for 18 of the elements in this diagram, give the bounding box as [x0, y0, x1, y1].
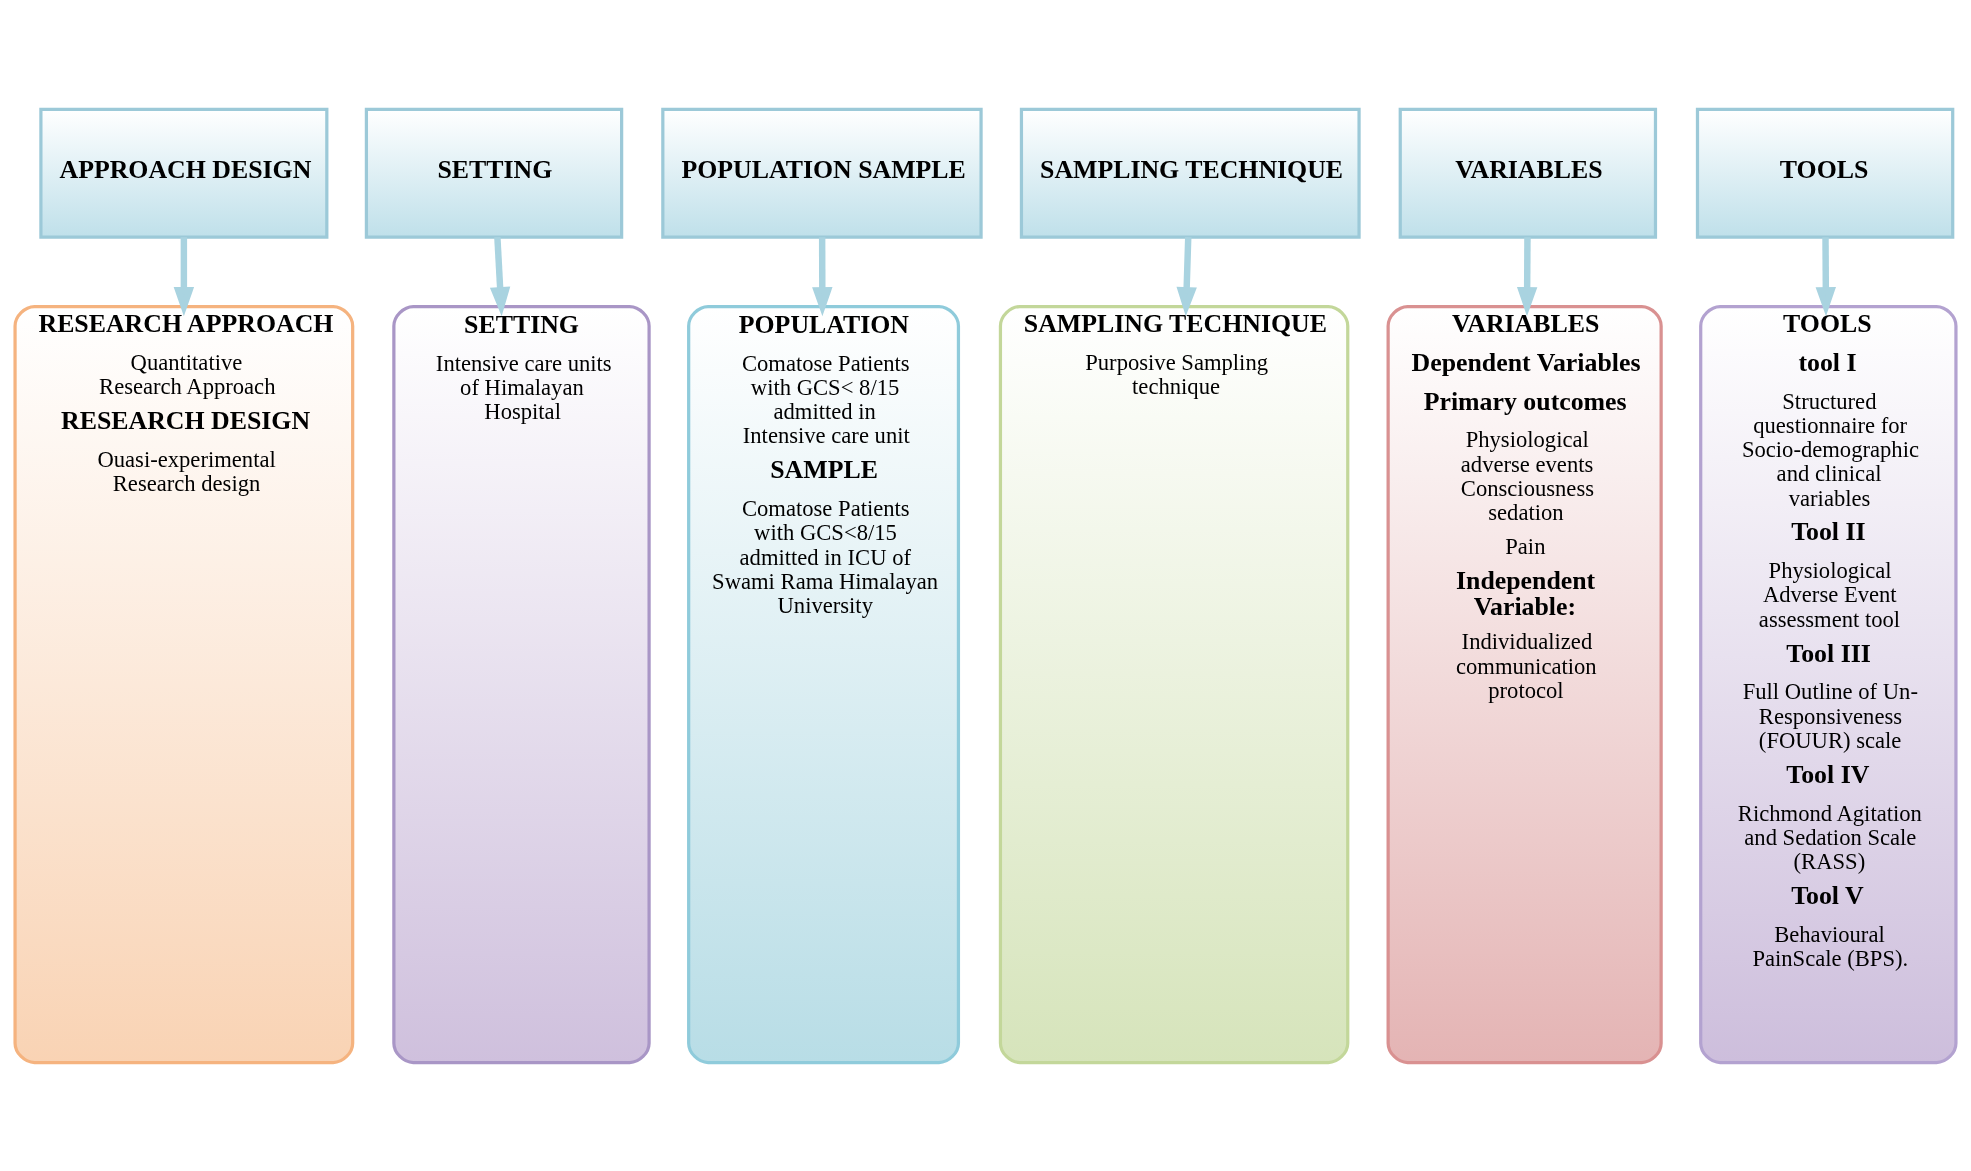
arrow: [489, 236, 511, 316]
node-box: SAMPLING TECHNIQUE Purposive Sampling technique: [998, 304, 1350, 1064]
node-box: POPULATION SAMPLE: [661, 107, 983, 239]
node-box: SAMPLING TECHNIQUE: [1019, 107, 1361, 239]
node-box: TOOLS tool I Structured questionnaire for Socio-demographic and clinical variables Tool II Physiological Adverse Event assessment tool Tool III Full Outline of Un-Responsiveness (FOUUR) scale Tool IV Richmond Agitation and Sedation Scale (RASS) Tool V Behavioural PainScale (BPS).: [1699, 304, 1958, 1064]
node-box: VARIABLES Dependent Variables Primary outcomes Physiological adverse events Consciousness sedation Pain Independent Variable: Individualized communication protocol: [1386, 304, 1663, 1064]
node-box: SETTING: [364, 107, 624, 239]
node-box: RESEARCH APPROACH Quantitative Research Approach RESEARCH DESIGN Ouasi-experimental Research design: [13, 304, 355, 1064]
arrow: [812, 236, 833, 316]
arrow: [1176, 236, 1197, 316]
node-box: VARIABLES: [1398, 107, 1658, 239]
node-box: TOOLS: [1695, 107, 1955, 239]
node-box: POPULATION Comatose Patients with GCS< 8/15 admitted in Intensive care unit SAMPLE Comatose Patients with GCS<8/15 admitted in ICU of Swami Rama Himalayan University: [687, 304, 961, 1064]
arrow: [1815, 236, 1836, 316]
arrow: [1516, 236, 1538, 316]
node-box: SETTING Intensive care units of Himalayan Hospital: [392, 304, 651, 1064]
arrow: [173, 236, 195, 316]
node-box: APPROACH DESIGN: [39, 107, 329, 239]
